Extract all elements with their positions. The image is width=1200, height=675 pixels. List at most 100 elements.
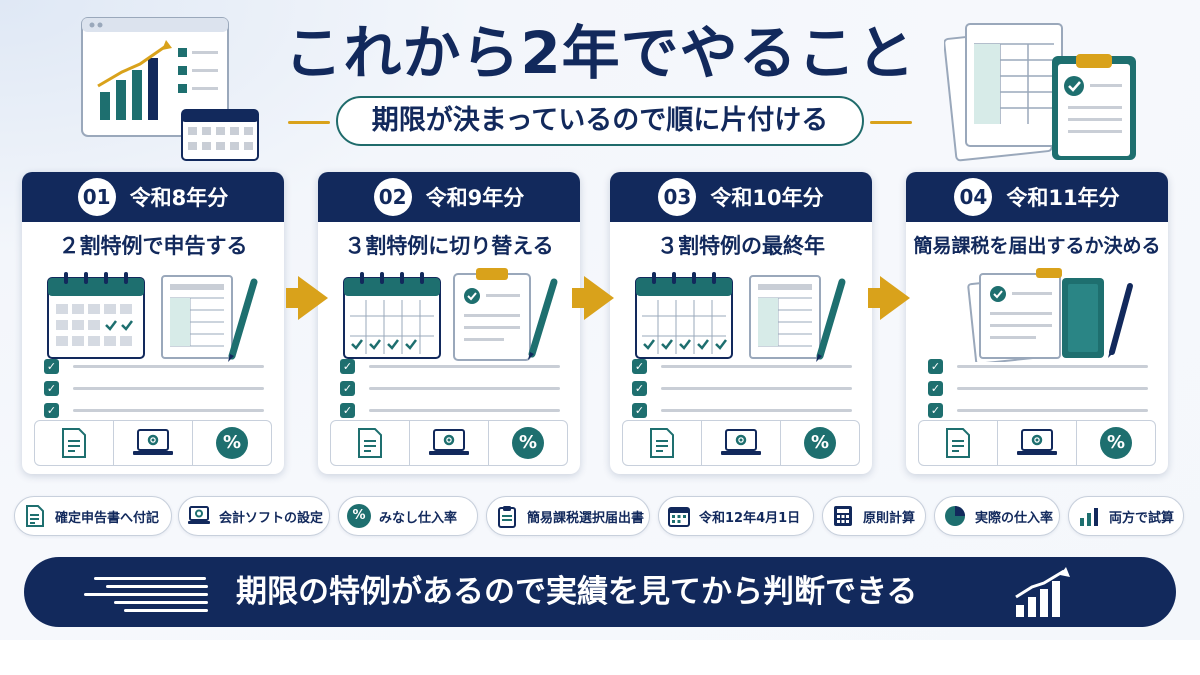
step-card-3: 03 令和10年分 ３割特例の最終年 ✓ ✓ ✓ % xyxy=(610,172,872,474)
checkbox-checked-icon: ✓ xyxy=(632,380,647,396)
tag-label: 両方で試算 xyxy=(1109,510,1175,526)
checkbox-checked-icon: ✓ xyxy=(340,380,355,396)
tag-label: 会計ソフトの設定 xyxy=(219,510,324,526)
step-card-header: 02 令和9年分 xyxy=(318,172,580,222)
document-icon xyxy=(650,428,674,458)
laptop-gear-icon xyxy=(133,429,173,455)
checkbox-checked-icon: ✓ xyxy=(44,402,59,418)
checklist-item: ✓ xyxy=(632,356,852,376)
step-card-4: 04 令和11年分 簡易課税を届出するか決める ✓ ✓ ✓ % xyxy=(906,172,1168,474)
document-icon xyxy=(62,428,86,458)
speed-line xyxy=(84,593,208,596)
checkbox-checked-icon: ✓ xyxy=(44,380,59,396)
speed-line xyxy=(114,601,208,604)
checklist-item: ✓ xyxy=(340,356,560,376)
speed-line xyxy=(106,585,208,588)
page-title: これから2年でやること xyxy=(284,19,916,87)
speed-line xyxy=(94,577,206,580)
tag-compare-both: 両方で試算 xyxy=(1068,496,1184,536)
percent-icon: % xyxy=(512,427,544,459)
calendar-and-clipboard-illustration xyxy=(343,268,558,361)
checkbox-checked-icon: ✓ xyxy=(340,402,355,418)
tag-deemed-rate: % みなし仕入率 xyxy=(338,496,478,536)
checklist: ✓ ✓ ✓ xyxy=(340,356,560,422)
laptop-gear-icon xyxy=(429,429,469,455)
tag-accounting-software: 会計ソフトの設定 xyxy=(178,496,330,536)
tag-label: みなし仕入率 xyxy=(379,510,458,526)
checkbox-checked-icon: ✓ xyxy=(928,380,943,396)
tag-label: 令和12年4月1日 xyxy=(699,510,801,526)
card-icon-row: % xyxy=(330,420,568,466)
document-icon xyxy=(358,428,382,458)
step-card-2: 02 令和9年分 ３割特例に切り替える ✓ ✓ ✓ % xyxy=(318,172,580,474)
card-icon-row: % xyxy=(918,420,1156,466)
checklist-item: ✓ xyxy=(928,400,1148,420)
checklist-item: ✓ xyxy=(632,378,852,398)
checklist-item: ✓ xyxy=(44,400,264,420)
checkbox-checked-icon: ✓ xyxy=(632,358,647,374)
step-arrow-icon xyxy=(298,276,328,320)
step-card-header: 01 令和8年分 xyxy=(22,172,284,222)
checkbox-checked-icon: ✓ xyxy=(44,358,59,374)
card-icon-row: % xyxy=(34,420,272,466)
card-icon-row: % xyxy=(622,420,860,466)
tag-label: 原則計算 xyxy=(863,510,916,526)
laptop-gear-icon xyxy=(1017,429,1057,455)
dashboard-chart-illustration xyxy=(81,17,259,161)
tag-label: 実際の仕入率 xyxy=(975,510,1054,526)
percent-icon: % xyxy=(804,427,836,459)
step-year: 令和10年分 xyxy=(710,186,824,210)
checklist-item: ✓ xyxy=(44,356,264,376)
calendar-and-form-illustration xyxy=(47,272,258,362)
step-card-header: 04 令和11年分 xyxy=(906,172,1168,222)
calendar-and-form-illustration xyxy=(635,272,846,362)
step-arrow-icon xyxy=(880,276,910,320)
clipboard-icon xyxy=(498,506,516,528)
step-number: 01 xyxy=(77,178,116,216)
tag-standard-calc: 原則計算 xyxy=(822,496,926,536)
percent-icon: % xyxy=(1100,427,1132,459)
conclusion-banner: 期限の特例があるので実績を見てから判断できる xyxy=(24,557,1176,627)
checkbox-checked-icon: ✓ xyxy=(632,402,647,418)
documents-and-binder-illustration xyxy=(967,268,1133,362)
step-action: ３割特例の最終年 xyxy=(657,234,825,258)
conclusion-text: 期限の特例があるので実績を見てから判断できる xyxy=(236,574,918,610)
step-year: 令和8年分 xyxy=(129,186,229,210)
checkbox-checked-icon: ✓ xyxy=(340,358,355,374)
percent-icon: % xyxy=(347,504,371,528)
subtitle-right-line xyxy=(870,121,912,124)
laptop-gear-icon xyxy=(721,429,761,455)
step-arrow-icon xyxy=(584,276,614,320)
step-card-header: 03 令和10年分 xyxy=(610,172,872,222)
tag-simplified-election: 簡易課税選択届出書 xyxy=(486,496,650,536)
step-number: 02 xyxy=(373,178,412,216)
documents-clipboard-illustration xyxy=(944,23,1136,162)
checklist: ✓ ✓ ✓ xyxy=(632,356,852,422)
subtitle-left-line xyxy=(288,121,330,124)
checklist-item: ✓ xyxy=(340,378,560,398)
checklist-item: ✓ xyxy=(340,400,560,420)
step-action: ２割特例で申告する xyxy=(58,234,248,258)
tag-label: 簡易課税選択届出書 xyxy=(527,510,645,526)
document-icon xyxy=(946,428,970,458)
tag-confirm-return: 確定申告書へ付記 xyxy=(14,496,172,536)
calendar-icon xyxy=(668,507,690,527)
step-number: 04 xyxy=(954,178,993,216)
step-number: 03 xyxy=(658,178,697,216)
checklist-item: ✓ xyxy=(632,400,852,420)
document-icon xyxy=(26,505,44,527)
checklist-item: ✓ xyxy=(44,378,264,398)
pie-chart-icon xyxy=(945,506,965,526)
checklist-item: ✓ xyxy=(928,378,1148,398)
calculator-icon xyxy=(834,506,852,526)
speed-line xyxy=(124,609,208,612)
step-action: 簡易課税を届出するか決める xyxy=(913,235,1161,257)
checklist-item: ✓ xyxy=(928,356,1148,376)
checklist: ✓ ✓ ✓ xyxy=(44,356,264,422)
step-year: 令和11年分 xyxy=(1006,186,1120,210)
page-subtitle: 期限が決まっているので順に片付ける xyxy=(336,96,864,146)
tag-actual-rate: 実際の仕入率 xyxy=(934,496,1060,536)
step-year: 令和9年分 xyxy=(425,186,525,210)
checkbox-checked-icon: ✓ xyxy=(928,358,943,374)
tag-label: 確定申告書へ付記 xyxy=(55,510,160,526)
